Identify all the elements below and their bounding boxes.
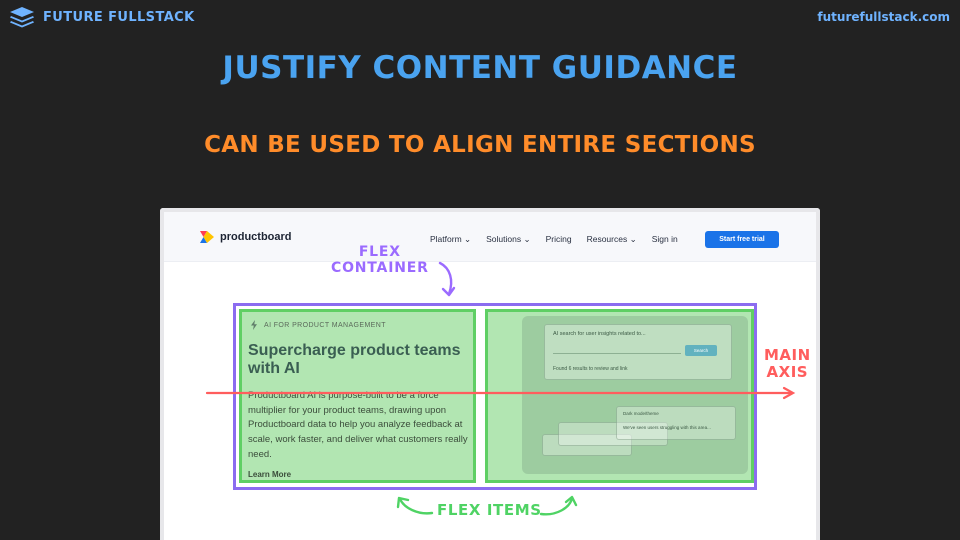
mock-card-note: We've seen users struggling with this ar… bbox=[623, 425, 711, 430]
productboard-logo-icon bbox=[200, 231, 214, 243]
nav-item-solutions[interactable]: Solutions ⌄ bbox=[486, 234, 531, 244]
results-found-text: Found 6 results to review and link bbox=[553, 366, 628, 372]
nav-label: Resources bbox=[586, 234, 628, 244]
flex-items-label: FLEX ITEMS bbox=[437, 501, 542, 519]
main-axis-label: MAIN AXIS bbox=[764, 346, 811, 382]
mock-card-back bbox=[542, 434, 632, 456]
website-navbar: productboard Platform ⌄ Solutions ⌄ Pric… bbox=[164, 212, 816, 262]
stacked-layers-icon bbox=[10, 7, 34, 28]
flex-container-label: FLEX CONTAINER bbox=[331, 244, 429, 276]
slide-title: JUSTIFY CONTENT GUIDANCE bbox=[222, 50, 738, 86]
flex-item-right: AI search for user insights related to..… bbox=[485, 309, 754, 483]
mock-card-front: Dark mode/theme We've seen users struggl… bbox=[616, 406, 736, 440]
nav-label: Platform bbox=[430, 234, 462, 244]
mock-search-button: Search bbox=[685, 345, 717, 356]
nav-item-resources[interactable]: Resources ⌄ bbox=[586, 234, 637, 244]
eyebrow-row: AI FOR PRODUCT MANAGEMENT bbox=[250, 320, 386, 330]
flex-container-label-text: FLEX CONTAINER bbox=[331, 244, 429, 277]
brand: FUTURE FULLSTACK bbox=[8, 5, 195, 29]
eyebrow-text: AI FOR PRODUCT MANAGEMENT bbox=[264, 321, 386, 329]
productboard-logo-text: productboard bbox=[220, 231, 292, 243]
lightning-icon bbox=[251, 320, 257, 330]
hero-body: Productboard AI is purpose-built to be a… bbox=[248, 390, 468, 460]
nav-item-pricing[interactable]: Pricing bbox=[545, 234, 572, 244]
product-mockup bbox=[522, 316, 748, 474]
start-free-trial-button[interactable]: Start free trial bbox=[705, 231, 779, 248]
ai-search-card: AI search for user insights related to..… bbox=[544, 324, 732, 380]
website-menu: Platform ⌄ Solutions ⌄ Pricing Resources… bbox=[430, 234, 678, 245]
mock-card-middle bbox=[558, 422, 668, 446]
ai-search-query: AI search for user insights related to..… bbox=[553, 331, 646, 337]
slide-subtitle: CAN BE USED TO ALIGN ENTIRE SECTIONS bbox=[204, 132, 756, 158]
mock-card-tag: Dark mode/theme bbox=[623, 411, 659, 416]
nav-item-sign-in[interactable]: Sign in bbox=[651, 234, 678, 244]
nav-item-platform[interactable]: Platform ⌄ bbox=[430, 234, 472, 244]
flex-container-box: AI FOR PRODUCT MANAGEMENT Supercharge pr… bbox=[233, 303, 757, 490]
flex-item-left: AI FOR PRODUCT MANAGEMENT Supercharge pr… bbox=[239, 309, 476, 483]
nav-label: Solutions bbox=[486, 234, 522, 244]
website-screenshot: productboard Platform ⌄ Solutions ⌄ Pric… bbox=[160, 208, 820, 540]
search-input-line bbox=[553, 353, 681, 354]
learn-more-link[interactable]: Learn More bbox=[248, 470, 292, 479]
brand-name: FUTURE FULLSTACK bbox=[43, 9, 195, 25]
productboard-logo[interactable]: productboard bbox=[200, 231, 292, 243]
site-url[interactable]: futurefullstack.com bbox=[817, 10, 950, 24]
hero-headline: Supercharge product teams with AI bbox=[248, 342, 461, 377]
main-axis-label-text: MAIN AXIS bbox=[764, 346, 811, 382]
